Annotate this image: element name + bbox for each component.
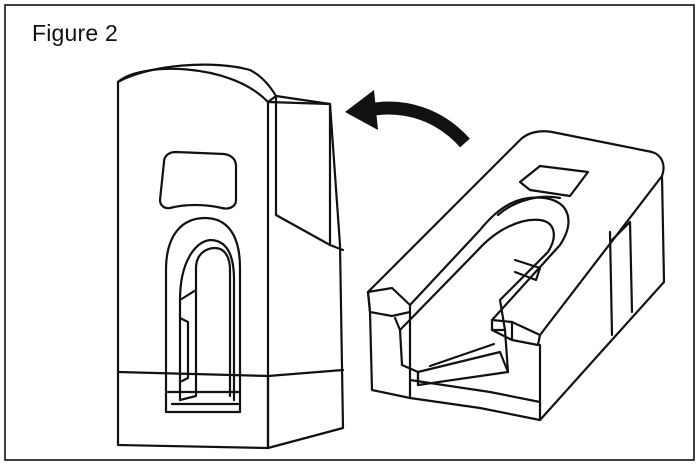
lying-tray [366, 130, 666, 422]
upright-tray [116, 63, 345, 450]
rotate-arrow-icon [345, 90, 470, 148]
figure-border [4, 4, 695, 461]
figure-caption: Figure 2 [32, 20, 118, 46]
